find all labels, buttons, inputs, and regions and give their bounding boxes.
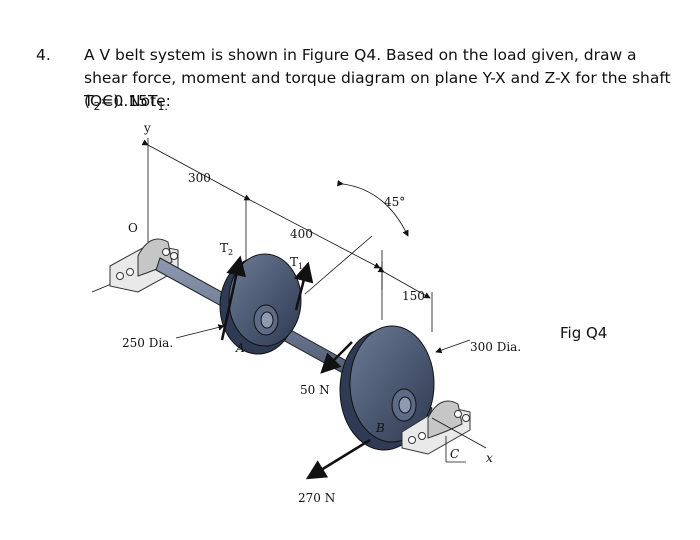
x-axis-line xyxy=(431,417,487,449)
force-50-label: 50 N xyxy=(300,383,330,397)
t1-label: T1 xyxy=(290,255,303,271)
question-text: A V belt system is shown in Figure Q4. B… xyxy=(84,46,671,110)
dim-150-label: 150 xyxy=(402,289,425,303)
pulley-a-dia-label: 250 Dia. xyxy=(122,336,173,350)
dim-300-label: 300 xyxy=(188,171,211,185)
point-c-label: C xyxy=(450,447,459,461)
y-axis-label: y xyxy=(143,121,151,135)
force-270-arrow xyxy=(305,438,371,480)
dia-b-leader xyxy=(435,339,471,354)
angle-line-1 xyxy=(304,235,373,295)
t1-arrow xyxy=(293,261,314,311)
angle-arc xyxy=(337,180,409,237)
dim-400-line xyxy=(243,194,381,269)
x-axis-label: x xyxy=(486,451,493,465)
point-b-label: B xyxy=(375,421,385,435)
question-note: T2=0.15T1. xyxy=(84,90,168,118)
bearing-o xyxy=(91,238,179,293)
t2-label: T2 xyxy=(220,241,233,257)
force-50-arrow xyxy=(320,341,353,374)
force-270-label: 270 N xyxy=(298,491,335,505)
note-t1-sub: 1. xyxy=(157,100,168,114)
dia-a-leader xyxy=(175,324,225,339)
question-number: 4. xyxy=(36,46,51,64)
note-eq: =0.15T xyxy=(100,92,158,110)
pulley-b xyxy=(339,325,435,451)
t2-arrow xyxy=(220,255,247,341)
angle-label: 45° xyxy=(384,195,405,209)
dim-300-line xyxy=(141,139,247,199)
pulley-b-dia-label: 300 Dia. xyxy=(470,340,521,354)
dim-150-line xyxy=(377,266,431,299)
note-t2: T xyxy=(84,92,94,110)
origin-label: O xyxy=(128,221,138,235)
point-a-label: A xyxy=(235,341,245,355)
figure-caption: Fig Q4 xyxy=(560,324,608,342)
note-t2-sub: 2 xyxy=(93,100,101,114)
bearing-c xyxy=(401,400,471,455)
dim-400-label: 400 xyxy=(290,227,313,241)
